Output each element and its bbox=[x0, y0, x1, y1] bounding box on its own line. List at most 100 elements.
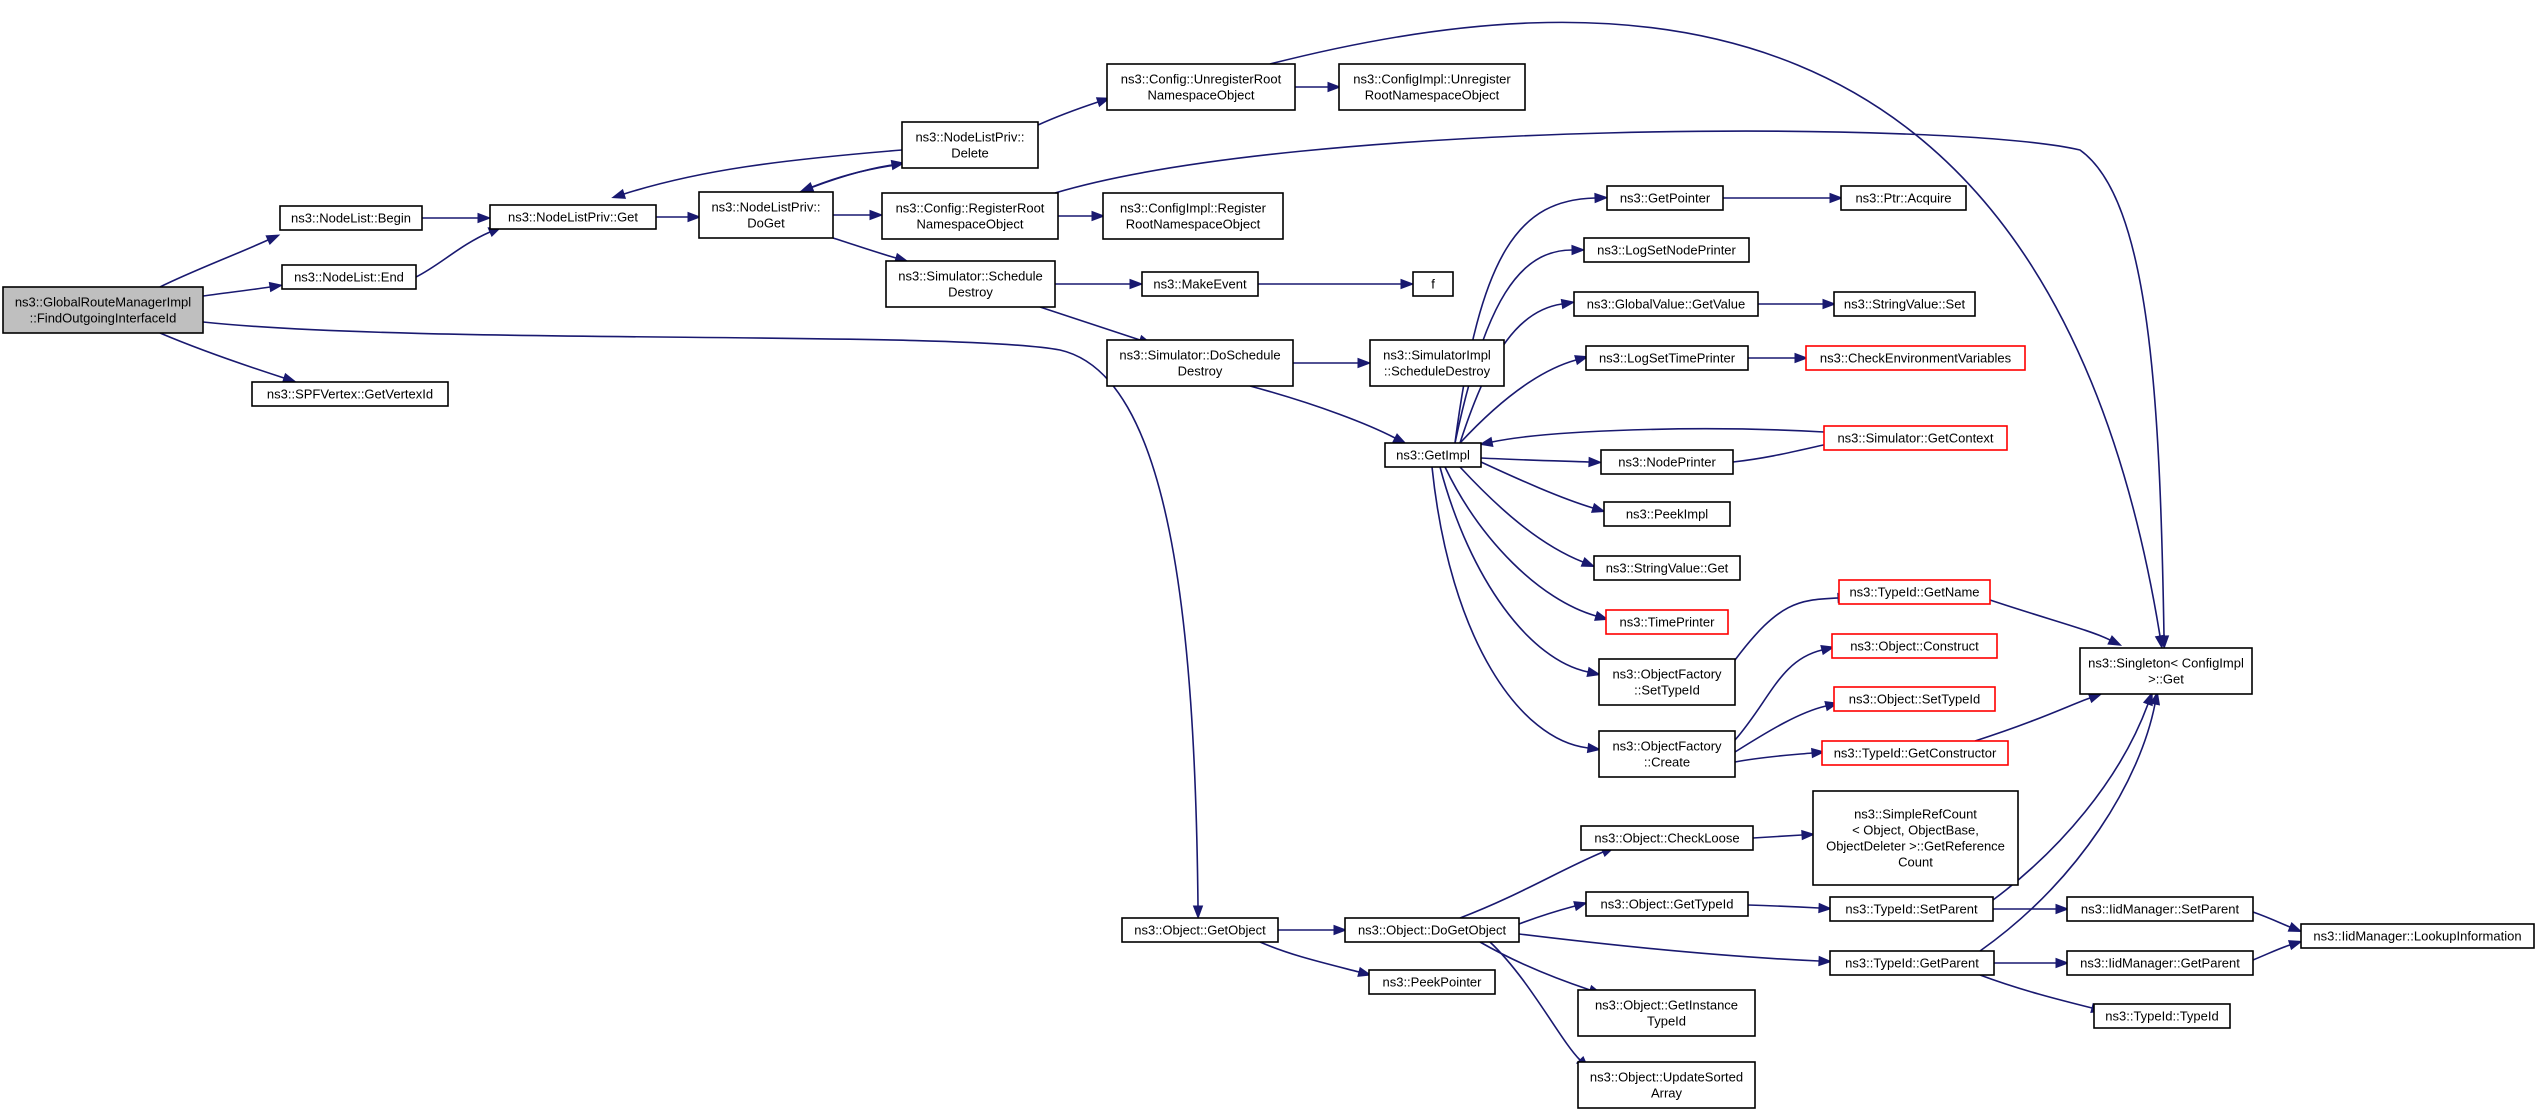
graph-node-getimpl[interactable]: ns3::GetImpl bbox=[1384, 442, 1482, 468]
node-box bbox=[1368, 969, 1496, 995]
call-edge-nlp_delete-to-cfg_unreg bbox=[1037, 97, 1111, 126]
graph-node-tid-getparent[interactable]: ns3::TypeId::GetParent bbox=[1829, 950, 1995, 976]
arrowhead bbox=[1818, 955, 1833, 967]
graph-node-iid-getparent[interactable]: ns3::IidManager::GetParent bbox=[2066, 950, 2254, 976]
node-label: f bbox=[1431, 277, 1435, 292]
call-edge-obj_checkloose-to-simplerefcount bbox=[1752, 829, 1816, 841]
edge-line bbox=[1444, 466, 1597, 617]
call-edge-getimpl-to-of_create bbox=[1431, 466, 1602, 754]
graph-node-spf[interactable]: ns3::SPFVertex::GetVertexId bbox=[251, 381, 449, 407]
node-box bbox=[1598, 658, 1736, 706]
arrowhead bbox=[1357, 357, 1372, 369]
graph-node-of-create[interactable]: ns3::ObjectFactory::Create bbox=[1598, 730, 1736, 778]
graph-node-of-settypeid[interactable]: ns3::ObjectFactory::SetTypeId bbox=[1598, 658, 1736, 706]
node-label: ns3::NodePrinter bbox=[1618, 455, 1716, 470]
node-box bbox=[1605, 609, 1729, 635]
node-label: ns3::StringValue::Get bbox=[1606, 561, 1729, 576]
graph-node-tid-setparent[interactable]: ns3::TypeId::SetParent bbox=[1829, 896, 1994, 922]
arrowhead bbox=[1586, 742, 1602, 754]
graph-node-obj-dogetobject[interactable]: ns3::Object::DoGetObject bbox=[1344, 917, 1520, 943]
node-label: ns3::GlobalRouteManagerImpl bbox=[15, 295, 191, 310]
graph-node-cfgimpl-unreg[interactable]: ns3::ConfigImpl::UnregisterRootNamespace… bbox=[1338, 63, 1526, 111]
node-box bbox=[1600, 449, 1734, 475]
graph-node-obj-getobject[interactable]: ns3::Object::GetObject bbox=[1121, 917, 1279, 943]
node-box bbox=[1344, 917, 1520, 943]
node-label: ns3::Ptr::Acquire bbox=[1855, 191, 1951, 206]
graph-node-obj-settypeid[interactable]: ns3::Object::SetTypeId bbox=[1833, 686, 1996, 712]
graph-node-peekimpl[interactable]: ns3::PeekImpl bbox=[1603, 501, 1731, 527]
graph-node-tid-typeid[interactable]: ns3::TypeId::TypeId bbox=[2093, 1003, 2231, 1029]
graph-node-sv-get[interactable]: ns3::StringValue::Get bbox=[1593, 555, 1741, 581]
call-edge-nlp_get-to-nlp_doget bbox=[656, 211, 702, 223]
arrowhead bbox=[1594, 610, 1609, 621]
node-box bbox=[1577, 1061, 1756, 1109]
graph-node-obj-gettypeid[interactable]: ns3::Object::GetTypeId bbox=[1585, 891, 1749, 917]
graph-node-sv-set[interactable]: ns3::StringValue::Set bbox=[1833, 291, 1976, 317]
graph-node-nlp-delete[interactable]: ns3::NodeListPriv::Delete bbox=[901, 121, 1039, 169]
edge-line bbox=[1259, 941, 1360, 973]
graph-node-root[interactable]: ns3::GlobalRouteManagerImpl::FindOutgoin… bbox=[2, 286, 204, 334]
node-label: ns3::TypeId::GetParent bbox=[1845, 956, 1979, 971]
graph-node-f[interactable]: f bbox=[1412, 271, 1454, 297]
call-edge-root-to-obj_getobject bbox=[202, 321, 1204, 920]
call-edge-nlp_delete-to-nlp_doget bbox=[799, 163, 903, 192]
edge-line bbox=[1479, 941, 1591, 991]
graph-node-obj-checkloose[interactable]: ns3::Object::CheckLoose bbox=[1580, 825, 1754, 851]
arrowhead bbox=[1794, 352, 1809, 364]
call-edge-getimpl-to-getpointer bbox=[1454, 192, 1609, 444]
graph-node-ptr-acquire[interactable]: ns3::Ptr::Acquire bbox=[1840, 185, 1967, 211]
edge-line bbox=[1480, 457, 1590, 463]
graph-node-timeprinter[interactable]: ns3::TimePrinter bbox=[1605, 609, 1729, 635]
node-label: ::Create bbox=[1644, 755, 1690, 770]
node-box bbox=[1583, 237, 1750, 263]
node-label: ns3::TypeId::SetParent bbox=[1845, 902, 1978, 917]
node-box bbox=[1805, 345, 2026, 371]
call-edge-root-to-spf bbox=[159, 332, 297, 383]
graph-node-logsetnode[interactable]: ns3::LogSetNodePrinter bbox=[1583, 237, 1750, 263]
node-label: TypeId bbox=[1647, 1014, 1686, 1029]
graph-node-nlp-doget[interactable]: ns3::NodeListPriv::DoGet bbox=[698, 191, 834, 239]
arrowhead bbox=[1822, 298, 1837, 310]
graph-node-makeevent[interactable]: ns3::MakeEvent bbox=[1141, 271, 1259, 297]
arrowhead bbox=[477, 212, 492, 224]
call-edge-tid_setparent-to-iid_setparent bbox=[1992, 903, 2070, 915]
graph-node-nl-end[interactable]: ns3::NodeList::End bbox=[281, 264, 417, 290]
graph-node-gv-getvalue[interactable]: ns3::GlobalValue::GetValue bbox=[1573, 291, 1759, 317]
call-edge-getimpl-to-timeprinter bbox=[1444, 466, 1609, 621]
arrowhead bbox=[1192, 905, 1204, 920]
graph-node-singleton[interactable]: ns3::Singleton< ConfigImpl >::Get bbox=[2079, 647, 2253, 695]
node-label: ns3::ObjectFactory bbox=[1612, 667, 1722, 682]
graph-node-cfgimpl-reg[interactable]: ns3::ConfigImpl::RegisterRootNamespaceOb… bbox=[1102, 192, 1284, 240]
node-label: RootNamespaceObject bbox=[1365, 88, 1500, 103]
graph-node-cfg-unreg[interactable]: ns3::Config::UnregisterRootNamespaceObje… bbox=[1106, 63, 1296, 111]
graph-node-iid-setparent[interactable]: ns3::IidManager::SetParent bbox=[2066, 896, 2254, 922]
graph-node-checkenv[interactable]: ns3::CheckEnvironmentVariables bbox=[1805, 345, 2026, 371]
node-box bbox=[1102, 192, 1284, 240]
arrowhead bbox=[1571, 244, 1586, 256]
graph-node-nl-begin[interactable]: ns3::NodeList::Begin bbox=[279, 205, 423, 231]
node-label: ns3::MakeEvent bbox=[1153, 277, 1247, 292]
graph-node-tid-getctor[interactable]: ns3::TypeId::GetConstructor bbox=[1821, 740, 2009, 766]
graph-node-nodeprinter[interactable]: ns3::NodePrinter bbox=[1600, 449, 1734, 475]
graph-node-iid-lookup[interactable]: ns3::IidManager::LookupInformation bbox=[2300, 923, 2535, 949]
graph-node-tid-getname[interactable]: ns3::TypeId::GetName bbox=[1838, 579, 1991, 605]
graph-node-nlp-get[interactable]: ns3::NodeListPriv::Get bbox=[489, 204, 657, 230]
graph-node-simplerefcount[interactable]: ns3::SimpleRefCount< Object, ObjectBase,… bbox=[1812, 790, 2019, 886]
graph-node-sim-getctx[interactable]: ns3::Simulator::GetContext bbox=[1823, 425, 2008, 451]
node-label: ns3::Object::DoGetObject bbox=[1358, 923, 1507, 938]
graph-node-obj-construct[interactable]: ns3::Object::Construct bbox=[1831, 633, 1998, 659]
graph-node-peekpointer[interactable]: ns3::PeekPointer bbox=[1368, 969, 1496, 995]
node-label: ns3::ConfigImpl::Unregister bbox=[1353, 72, 1511, 87]
edge-line bbox=[1732, 443, 1829, 463]
node-box bbox=[1106, 339, 1294, 387]
graph-node-simimpl-sched[interactable]: ns3::SimulatorImpl::ScheduleDestroy bbox=[1369, 339, 1505, 387]
edge-line bbox=[1459, 851, 1604, 919]
arrowhead bbox=[1574, 355, 1589, 366]
graph-node-logsettime[interactable]: ns3::LogSetTimePrinter bbox=[1585, 345, 1749, 371]
graph-node-getpointer[interactable]: ns3::GetPointer bbox=[1606, 185, 1724, 211]
graph-node-sim-sched[interactable]: ns3::Simulator::ScheduleDestroy bbox=[885, 260, 1056, 308]
